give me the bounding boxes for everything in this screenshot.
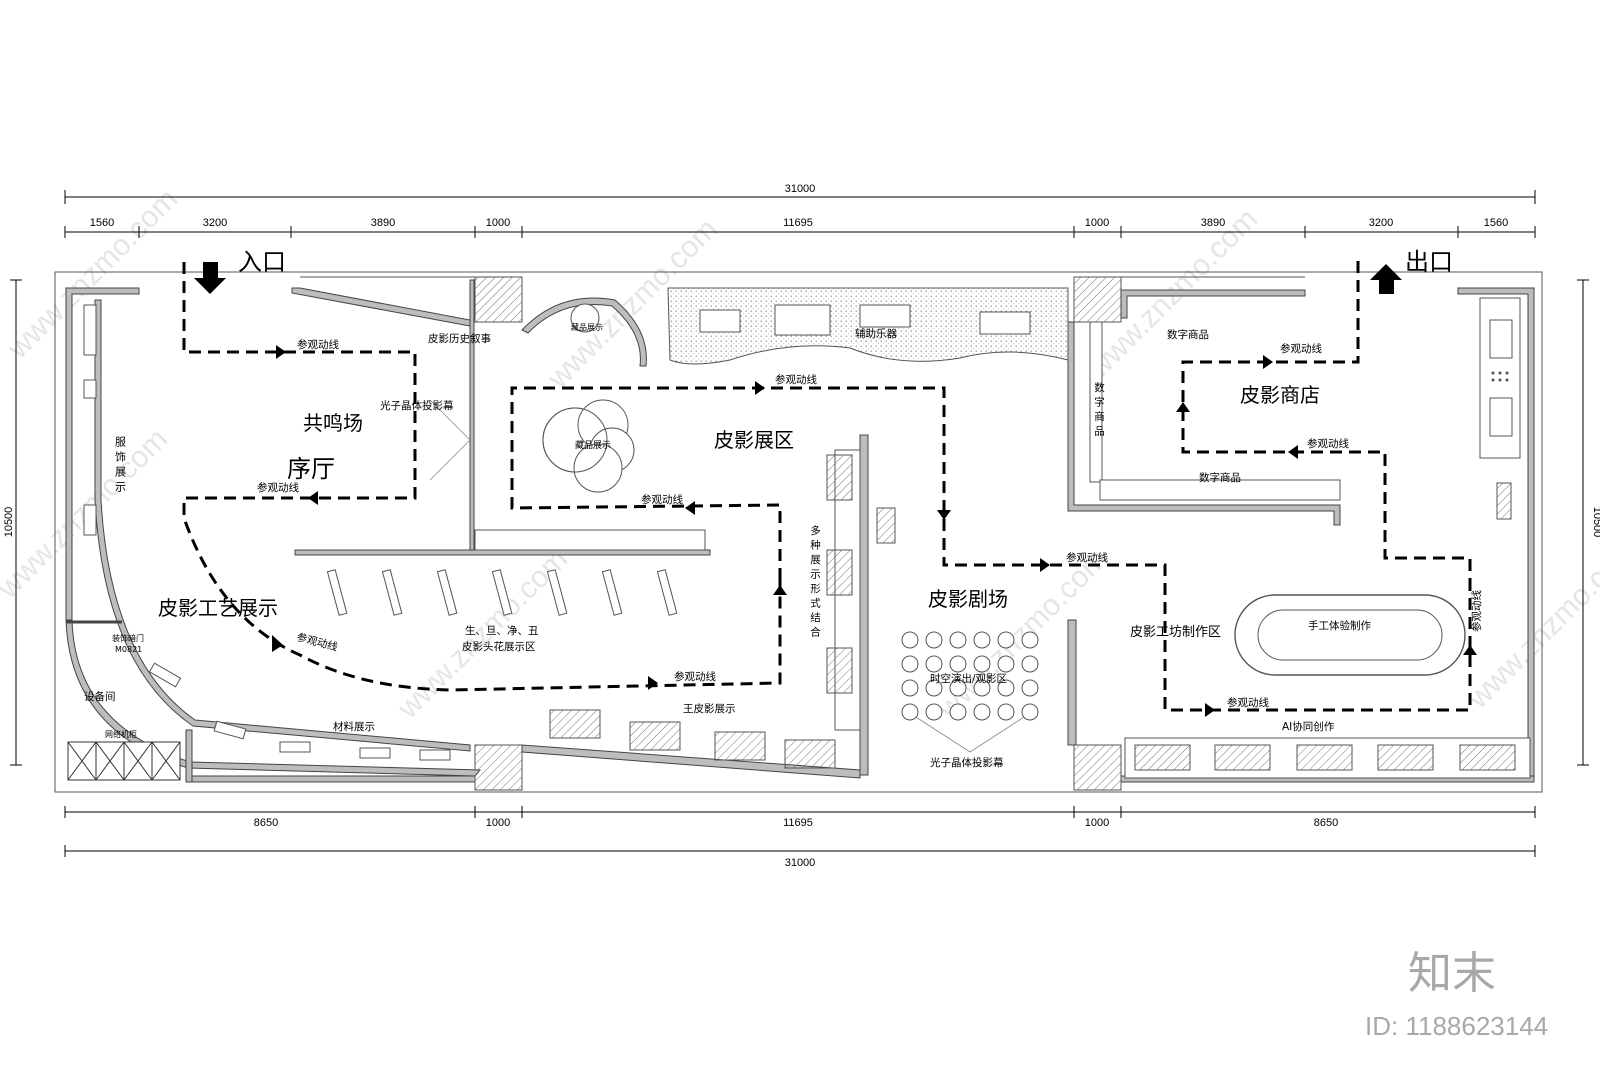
flow-label: 参观动线 — [1227, 696, 1269, 709]
dim-top-1: 1560 — [90, 217, 114, 229]
label-history: 皮影历史叙事 — [428, 332, 491, 345]
label-costume: 服饰展示 — [114, 436, 127, 496]
route-arrow — [1288, 445, 1298, 459]
exit-label: 出口 — [1405, 248, 1453, 276]
route-arrow — [1205, 703, 1215, 717]
zone-resonance: 共鸣场 — [303, 411, 363, 435]
label-door: 装饰暗门 — [112, 633, 144, 643]
route-arrow — [272, 635, 283, 652]
flow-label: 参观动线 — [641, 493, 683, 506]
dim-right-height: 10500 — [1591, 507, 1600, 538]
route-arrow — [755, 381, 765, 395]
flow-label: 参观动线 — [674, 670, 716, 683]
label-door-code: M0821 — [115, 645, 142, 654]
flow-label: 参观动线 — [1280, 342, 1322, 355]
dim-top-2: 3200 — [203, 217, 227, 229]
label-auxiliary: 辅助乐器 — [855, 327, 897, 340]
dim-top-4: 1000 — [486, 217, 510, 229]
column — [474, 744, 523, 791]
label-handmade: 手工体验制作 — [1308, 619, 1371, 632]
entry-arrow-icon — [194, 262, 226, 294]
flow-label: 参观动线 — [1066, 551, 1108, 564]
visitor-route — [182, 258, 1477, 717]
dim-bottom-1: 8650 — [254, 817, 278, 829]
label-material: 材料展示 — [333, 720, 375, 733]
label-digital2: 数字商品 — [1093, 381, 1105, 440]
flow-label: 参观动线 — [775, 373, 817, 386]
route-arrow — [276, 345, 286, 359]
zone-exhibit: 皮影展区 — [714, 428, 794, 452]
dim-top-5: 11695 — [783, 217, 813, 229]
label-digital3: 数字商品 — [1199, 471, 1241, 484]
brand-logo: 知末 — [1408, 948, 1496, 999]
label-digital1: 数字商品 — [1167, 328, 1209, 341]
route-arrow — [773, 585, 787, 595]
dimension-lines: 31000 1560 3200 3890 1000 11695 1000 389… — [3, 183, 1600, 869]
label-photon-bottom: 光子晶体投影幕 — [930, 756, 1004, 769]
label-collection-top: 藏品展示 — [571, 322, 603, 332]
labels: 入口 出口 共鸣场 序厅 皮影工艺展示 皮影展区 皮影剧场 皮影商店 皮影工坊制… — [84, 248, 1483, 769]
dim-top-6: 1000 — [1085, 217, 1109, 229]
dim-top-8: 3200 — [1369, 217, 1393, 229]
dim-bottom-4: 1000 — [1085, 817, 1109, 829]
route-arrow — [1463, 645, 1477, 655]
label-ai: AI协同创作 — [1282, 720, 1335, 733]
flow-label: 参观动线 — [295, 630, 339, 654]
zone-craft: 皮影工艺展示 — [158, 596, 278, 620]
flow-label: 参观动线 — [257, 481, 299, 494]
route-arrow — [648, 676, 658, 690]
route-arrow — [1040, 558, 1050, 572]
dim-bottom-total: 31000 — [785, 857, 816, 869]
route-arrow — [308, 491, 318, 505]
zone-shop: 皮影商店 — [1240, 383, 1320, 407]
flow-label: 参观动线 — [297, 338, 339, 351]
dim-top-3: 3890 — [371, 217, 395, 229]
route-arrow — [1176, 402, 1190, 412]
label-equipment: 设备间 — [84, 690, 116, 703]
brand: 知末 ID: 1188623144 — [1365, 948, 1548, 1041]
column — [474, 276, 523, 323]
exit-arrow-icon — [1370, 264, 1402, 294]
label-network: 网络机柜 — [105, 729, 137, 739]
interior-walls — [65, 279, 1531, 783]
dim-bottom-5: 8650 — [1314, 817, 1338, 829]
label-multi: 多种展示形式结合 — [809, 524, 821, 641]
route-arrow — [937, 510, 951, 520]
dim-top-total: 31000 — [785, 183, 816, 195]
label-wang: 王皮影展示 — [683, 702, 736, 715]
flow-label: 参观动线 — [1307, 437, 1349, 450]
dim-bottom-3: 11695 — [783, 817, 813, 829]
dim-bottom-2: 1000 — [486, 817, 510, 829]
label-photon-top: 光子晶体投影幕 — [380, 399, 454, 412]
label-collection: 藏品展示 — [575, 439, 611, 451]
zone-theater: 皮影剧场 — [928, 587, 1008, 611]
flow-label: 参观动线 — [1470, 590, 1483, 632]
dim-top-7: 3890 — [1201, 217, 1225, 229]
column — [1073, 744, 1122, 791]
route-arrow — [1263, 355, 1273, 369]
label-performance: 时空演出/观影区 — [930, 672, 1007, 685]
label-headwear: 生、旦、净、丑 — [465, 624, 539, 637]
route-arrow — [685, 501, 695, 515]
dim-left-height: 10500 — [3, 507, 15, 538]
column — [1073, 276, 1122, 323]
label-headwear2: 皮影头花展示区 — [462, 640, 536, 653]
dim-top-9: 1560 — [1484, 217, 1508, 229]
entry-label: 入口 — [238, 248, 286, 276]
zone-foyer: 序厅 — [287, 455, 335, 483]
zone-workshop: 皮影工坊制作区 — [1130, 625, 1221, 640]
brand-id: ID: 1188623144 — [1365, 1011, 1548, 1041]
